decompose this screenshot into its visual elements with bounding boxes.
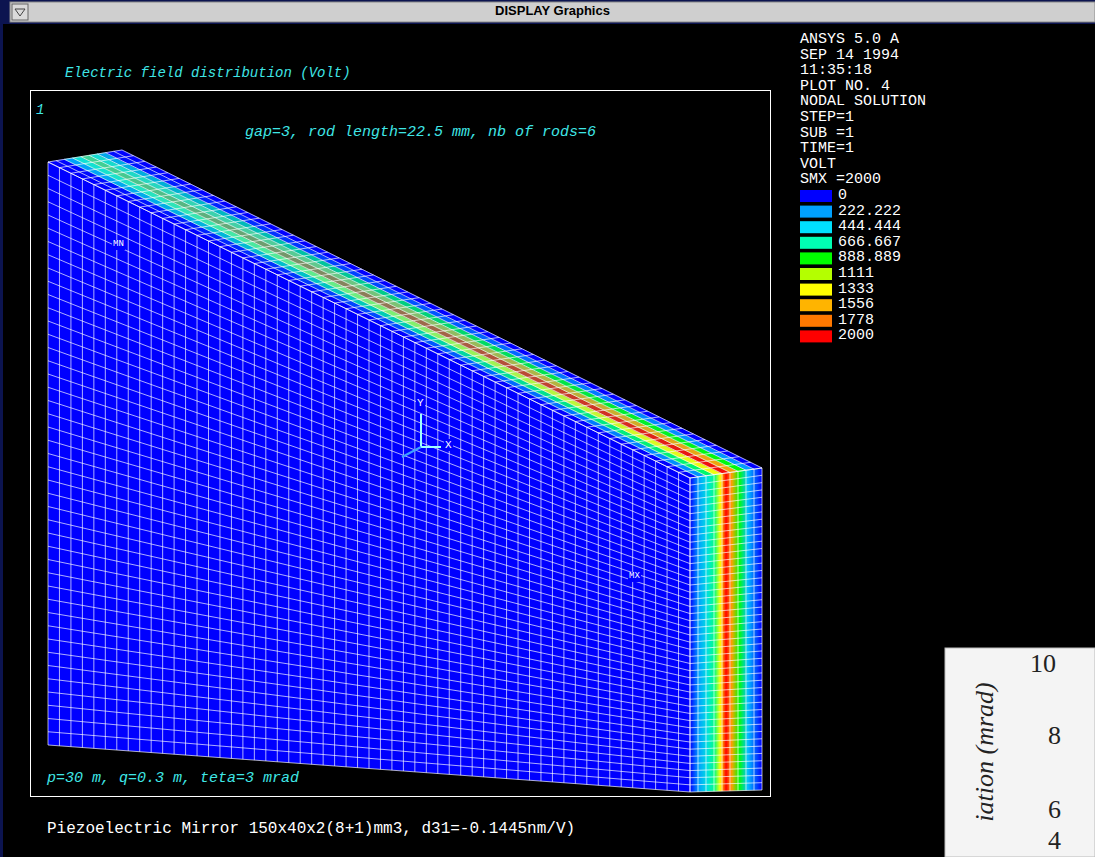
legend-swatch bbox=[800, 268, 832, 280]
axis-title: iation (mrad) bbox=[971, 682, 1000, 821]
mesh-lines bbox=[48, 150, 762, 792]
legend-value: 1556 bbox=[838, 297, 874, 314]
z-axis bbox=[402, 447, 421, 457]
info-line: TIME=1 bbox=[800, 141, 854, 158]
legend-swatch bbox=[800, 221, 832, 233]
legend-value: 222.222 bbox=[838, 204, 901, 221]
legend-swatch bbox=[800, 252, 832, 264]
info-line: STEP=1 bbox=[800, 110, 854, 127]
axis-tick: 6 bbox=[1048, 796, 1061, 825]
y-axis bbox=[420, 414, 422, 447]
legend-swatch bbox=[800, 330, 832, 342]
axis-tick: 4 bbox=[1048, 827, 1061, 856]
legend-swatch bbox=[800, 237, 832, 249]
geometry-note: p=30 m, q=0.3 m, teta=3 mrad bbox=[47, 771, 299, 788]
window-menu-button bbox=[12, 4, 28, 20]
plot-title: Electric field distribution (Volt) bbox=[65, 66, 351, 81]
info-line: 11:35:18 bbox=[800, 63, 872, 80]
model-caption: Piezoelectric Mirror 150x40x2(8+1)mm3, d… bbox=[47, 821, 575, 839]
legend-swatch bbox=[800, 284, 832, 296]
min-marker: MN bbox=[112, 240, 125, 250]
window-title: DISPLAY Graphics bbox=[10, 4, 1095, 18]
info-line: ANSYS 5.0 A bbox=[800, 32, 899, 49]
axis-label: X bbox=[444, 439, 453, 451]
legend-value: 888.889 bbox=[838, 250, 901, 267]
graphics-panel bbox=[3, 24, 1095, 857]
window-number: 1 bbox=[36, 103, 44, 118]
info-line: PLOT NO. 4 bbox=[800, 79, 890, 96]
axis-tick: 10 bbox=[1030, 650, 1056, 679]
axis-tick: 8 bbox=[1048, 722, 1061, 751]
legend-value: 1778 bbox=[838, 313, 874, 330]
legend-value: 1111 bbox=[838, 266, 874, 283]
info-line: VOLT bbox=[800, 157, 836, 174]
axis-triad bbox=[402, 414, 441, 457]
info-line: SUB =1 bbox=[800, 126, 854, 143]
info-line: SMX =2000 bbox=[800, 172, 881, 189]
title-bar bbox=[10, 2, 1095, 22]
legend-value: 444.444 bbox=[838, 219, 901, 236]
plot-frame bbox=[31, 91, 771, 797]
x-axis bbox=[421, 446, 441, 448]
legend-swatch bbox=[800, 315, 832, 327]
axis-label: Y bbox=[416, 397, 425, 409]
legend-value: 2000 bbox=[838, 328, 874, 345]
chart-excerpt bbox=[945, 648, 1095, 857]
legend-value: 1333 bbox=[838, 282, 874, 299]
legend-value: 666.667 bbox=[838, 235, 901, 252]
info-line: SEP 14 1994 bbox=[800, 48, 899, 65]
legend-swatch bbox=[800, 206, 832, 218]
max-marker: MX bbox=[628, 572, 641, 582]
parameter-note: gap=3, rod length=22.5 mm, nb of rods=6 bbox=[245, 125, 596, 142]
info-line: NODAL SOLUTION bbox=[800, 94, 926, 111]
window-menu-icon bbox=[15, 9, 25, 16]
piezo-mirror-model bbox=[48, 150, 762, 792]
legend-swatch bbox=[800, 299, 832, 311]
legend-value: 0 bbox=[838, 188, 847, 205]
legend-swatch bbox=[800, 190, 832, 202]
